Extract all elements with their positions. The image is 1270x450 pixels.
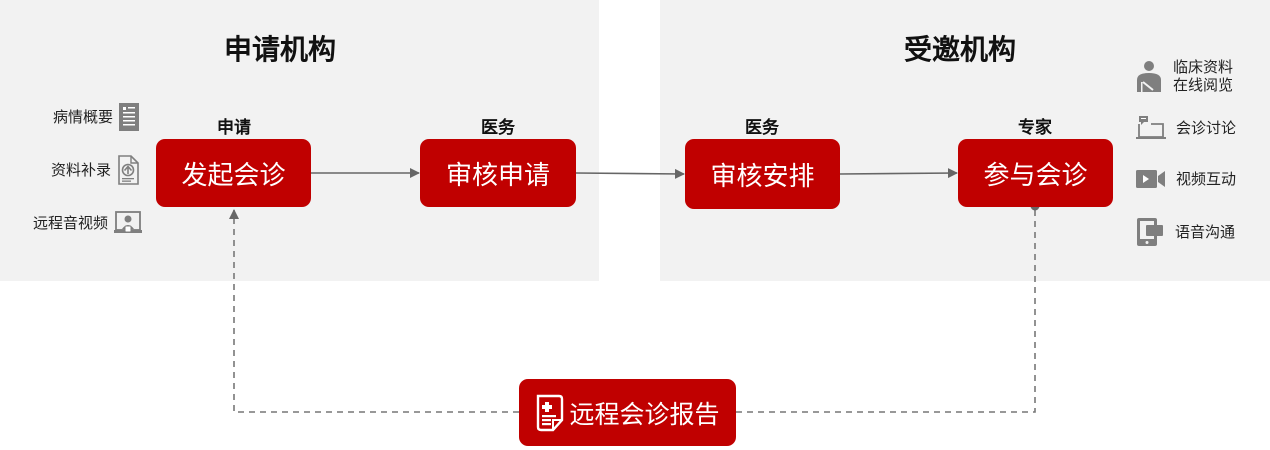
tool-label: 会诊讨论 — [1176, 119, 1237, 137]
remote-consultation-report-button[interactable]: 远程会诊报告 — [519, 379, 736, 446]
role-label-apply: 申请 — [217, 118, 251, 138]
tool-supplement-records[interactable]: 资料补录 — [51, 155, 139, 185]
tool-label: 临床资料 在线阅览 — [1173, 58, 1234, 94]
role-label-medical-affairs: 医务 — [481, 118, 515, 138]
laptop-chat-icon — [1136, 115, 1166, 141]
tool-label: 视频互动 — [1176, 170, 1237, 188]
tool-remote-av[interactable]: 远程音视频 — [33, 211, 142, 235]
tool-clinical-data-online[interactable]: 临床资料 在线阅览 — [1135, 58, 1233, 94]
role-label-medical-affairs: 医务 — [745, 118, 779, 138]
doctor-person-icon — [1135, 60, 1163, 92]
video-camera-icon — [1136, 170, 1166, 188]
invited-institution-title: 受邀机构 — [903, 33, 1016, 66]
file-upload-icon — [117, 155, 139, 185]
applicant-institution-title: 申请机构 — [223, 33, 336, 66]
step-review-arrangement[interactable]: 审核安排 — [685, 139, 840, 209]
tool-consultation-discussion[interactable]: 会诊讨论 — [1136, 115, 1236, 141]
step-initiate-consultation[interactable]: 发起会诊 — [156, 139, 311, 207]
step-review-application[interactable]: 审核申请 — [420, 139, 576, 207]
medical-report-icon — [535, 394, 565, 432]
tool-case-summary[interactable]: 病情概要 — [53, 103, 139, 131]
tool-label: 语音沟通 — [1175, 223, 1236, 241]
screen-speech-icon — [1137, 218, 1165, 246]
video-call-monitor-icon — [114, 211, 142, 235]
role-label-expert: 专家 — [1018, 118, 1052, 138]
tool-label: 病情概要 — [52, 108, 113, 126]
tool-voice-communication[interactable]: 语音沟通 — [1137, 218, 1235, 246]
tool-label: 远程音视频 — [32, 214, 108, 232]
report-label: 远程会诊报告 — [569, 399, 720, 429]
step-join-consultation[interactable]: 参与会诊 — [958, 139, 1113, 207]
tool-video-interaction[interactable]: 视频互动 — [1136, 170, 1236, 188]
document-list-icon — [119, 103, 139, 131]
tool-label: 资料补录 — [50, 161, 111, 179]
